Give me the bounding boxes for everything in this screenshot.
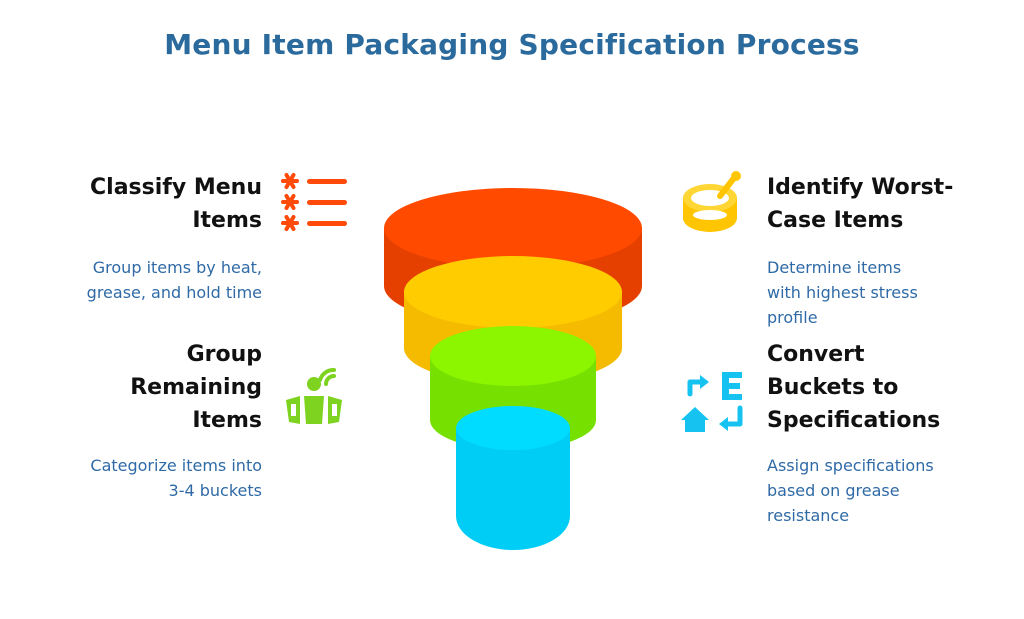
step-convert-desc-line3: resistance bbox=[767, 506, 850, 525]
step-identify-desc-line1: Determine items bbox=[767, 258, 902, 277]
page-title: Menu Item Packaging Specification Proces… bbox=[164, 28, 860, 61]
step-convert-title-line3: Specifications bbox=[767, 408, 941, 433]
step-classify-description: Group items by heat, grease, and hold ti… bbox=[87, 255, 262, 305]
convert-arrows-icon bbox=[681, 372, 743, 432]
step-group-title: Group Remaining Items bbox=[130, 338, 262, 437]
step-identify-desc-line2: with highest stress bbox=[767, 283, 918, 302]
step-identify-title-line1: Identify Worst- bbox=[767, 175, 954, 200]
step-group-desc-line1: Categorize items into bbox=[90, 456, 262, 475]
funnel-layer-4 bbox=[456, 406, 570, 550]
list-asterisk-icon bbox=[281, 173, 347, 231]
step-convert-title-line2: Buckets to bbox=[767, 375, 899, 400]
step-group-title-line3: Items bbox=[192, 408, 262, 433]
step-identify-title: Identify Worst- Case Items bbox=[767, 171, 953, 237]
step-identify-title-line2: Case Items bbox=[767, 208, 904, 233]
step-identify-desc-line3: profile bbox=[767, 308, 818, 327]
step-convert-desc-line2: based on grease bbox=[767, 481, 900, 500]
step-classify-title: Classify Menu Items bbox=[90, 171, 262, 237]
step-classify-title-line1: Classify Menu bbox=[90, 175, 262, 200]
step-classify-title-line2: Items bbox=[192, 208, 262, 233]
step-convert-desc-line1: Assign specifications bbox=[767, 456, 934, 475]
step-group-title-line1: Group bbox=[186, 342, 262, 367]
step-convert-title: Convert Buckets to Specifications bbox=[767, 338, 940, 437]
step-convert-title-line1: Convert bbox=[767, 342, 865, 367]
step-group-title-line2: Remaining bbox=[130, 375, 262, 400]
canned-food-icon bbox=[683, 171, 741, 232]
group-people-icon bbox=[286, 368, 342, 424]
step-group-description: Categorize items into 3-4 buckets bbox=[90, 453, 262, 503]
step-identify-description: Determine items with highest stress prof… bbox=[767, 255, 918, 330]
step-classify-desc-line2: grease, and hold time bbox=[86, 283, 262, 302]
step-group-desc-line2: 3-4 buckets bbox=[168, 481, 262, 500]
step-convert-description: Assign specifications based on grease re… bbox=[767, 453, 934, 528]
step-classify-desc-line1: Group items by heat, bbox=[92, 258, 262, 277]
